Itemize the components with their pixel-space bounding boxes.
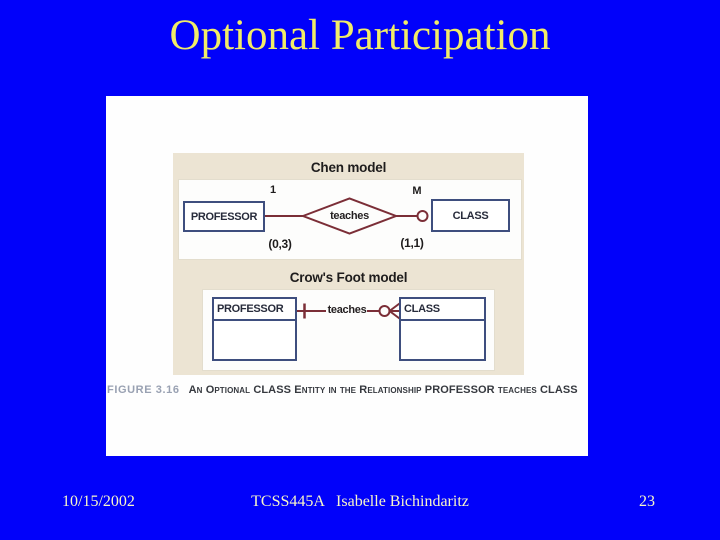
figure-caption-text: An Optional CLASS Entity in the Relation…	[188, 384, 578, 396]
chen-cardinality-1: 1	[269, 184, 277, 196]
cf-entity-professor-label: PROFESSOR	[214, 299, 295, 321]
chen-model-heading: Chen model	[310, 160, 387, 175]
figure-panel: Chen model Crow's Foot model	[173, 153, 524, 375]
footer-date: 10/15/2002	[62, 493, 135, 510]
crows-foot-model-heading: Crow's Foot model	[289, 270, 408, 285]
chen-relationship-label: teaches	[330, 210, 369, 222]
cf-optional-circle-icon	[378, 305, 391, 317]
chen-entity-class: CLASS	[431, 199, 510, 232]
chen-connectivity-left: (0,3)	[268, 237, 292, 251]
cf-entity-table-class: CLASS	[399, 297, 486, 361]
figure-caption-number: FIGURE 3.16	[107, 384, 180, 396]
figure-content-box: Chen model Crow's Foot model	[106, 96, 588, 456]
cf-entity-table-professor: PROFESSOR	[212, 297, 297, 361]
crows-foot-icon	[388, 302, 401, 320]
cf-entity-class-label: CLASS	[401, 299, 484, 321]
chen-optional-circle-icon	[416, 210, 429, 222]
chen-connectivity-right: (1,1)	[400, 236, 424, 250]
footer-course: TCSS445A Isabelle Bichindaritz	[251, 493, 469, 510]
cf-relationship-label: teaches	[327, 304, 367, 316]
chen-cardinality-m: M	[412, 185, 422, 197]
chen-entity-professor: PROFESSOR	[183, 201, 265, 232]
relationship-linework	[265, 197, 429, 320]
footer-page-number: 23	[639, 493, 655, 510]
figure-caption: FIGURE 3.16 An Optional CLASS Entity in t…	[107, 384, 588, 400]
slide-title: Optional Participation	[169, 12, 551, 59]
